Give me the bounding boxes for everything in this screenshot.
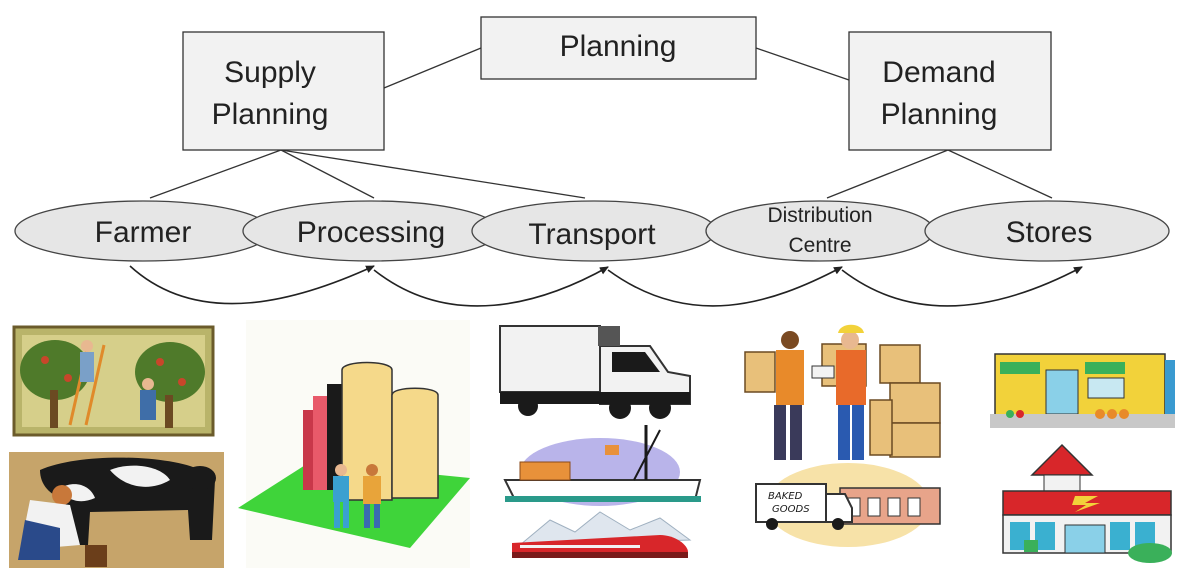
baked-goods-text-line1: BAKED	[768, 491, 803, 502]
flow-arrows	[129, 265, 1083, 307]
supply-planning-label-line2: Planning	[212, 98, 329, 131]
connector-supply-farmer	[149, 149, 282, 199]
distribution-label-line2: Centre	[788, 234, 851, 257]
market-store-picture	[990, 353, 1175, 428]
demand-planning-label-line1: Demand	[882, 56, 995, 89]
farmer-label: Farmer	[95, 216, 192, 249]
processing-label: Processing	[297, 216, 445, 249]
farmer-illustrations	[9, 325, 224, 568]
train-picture	[512, 511, 692, 558]
transport-illustrations	[499, 325, 702, 558]
stores-label: Stores	[1006, 216, 1093, 249]
truck-picture	[499, 325, 691, 419]
flow-arrow-processing-transport	[373, 266, 609, 307]
demand-planning-box: Demand Planning	[848, 31, 1052, 151]
supply-planning-label-line1: Supply	[224, 56, 316, 89]
connector-demand-stores	[947, 149, 1053, 199]
connector-demand-distribution	[826, 149, 949, 199]
flow-arrow-distribution-stores	[841, 266, 1083, 307]
distribution-illustrations: BAKED GOODS	[744, 324, 941, 547]
connector-supply-processing	[280, 149, 375, 199]
dairy-farmer-picture	[9, 452, 224, 568]
planning-box: Planning	[480, 16, 757, 80]
demand-planning-label-line2: Planning	[881, 98, 998, 131]
hierarchy-connectors	[149, 47, 1053, 199]
transport-label: Transport	[528, 218, 656, 251]
orchard-picture	[12, 325, 215, 437]
stores-illustrations	[990, 353, 1175, 563]
warehouse-workers-picture	[744, 324, 941, 460]
baked-goods-text-line2: GOODS	[772, 504, 810, 515]
distribution-label-line1: Distribution	[767, 204, 872, 227]
connector-planning-supply	[383, 47, 482, 89]
supply-planning-box: Supply Planning	[182, 31, 385, 151]
flow-arrow-farmer-processing	[129, 265, 375, 305]
supermarket-picture	[1002, 443, 1172, 563]
planning-label: Planning	[560, 30, 677, 63]
stores-node	[924, 200, 1170, 262]
connector-planning-demand	[755, 47, 850, 81]
connector-supply-transport	[280, 149, 586, 199]
baked-goods-depot-picture: BAKED GOODS	[755, 463, 941, 547]
ship-picture	[503, 425, 702, 506]
processing-illustration	[238, 320, 470, 568]
flow-arrow-transport-distribution	[607, 266, 843, 307]
worker-figures	[333, 464, 381, 528]
chain-ellipses	[14, 200, 1170, 262]
